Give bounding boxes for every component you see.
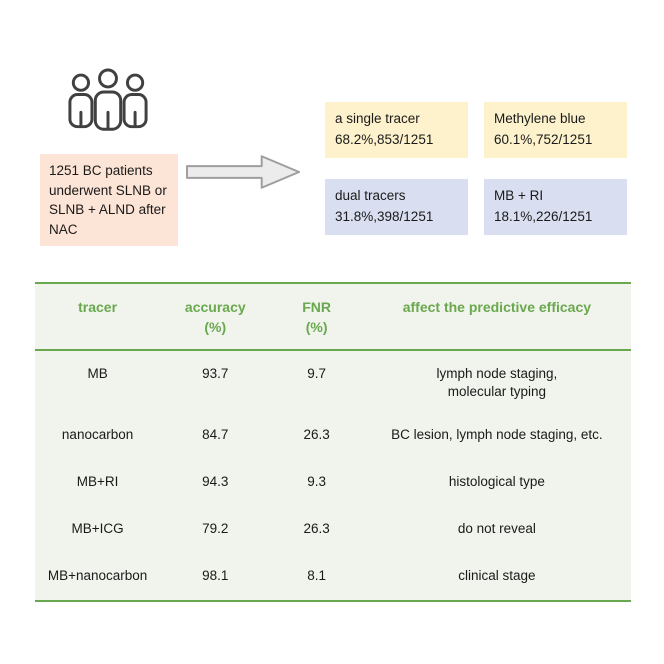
cell-tracer: nanocarbon — [61, 427, 134, 443]
table-header-row: tracer accuracy (%) FNR (%) affect the p… — [35, 284, 631, 351]
mb-ri-value: 18.1%,226/1251 — [494, 208, 593, 224]
patients-group-icon — [64, 62, 152, 144]
cell-affect: lymph node staging, molecular typing — [436, 365, 558, 400]
table-row: nanocarbon 84.7 26.3 BC lesion, lymph no… — [35, 412, 631, 459]
cell-affect: BC lesion, lymph node staging, etc. — [391, 427, 603, 443]
header-affect: affect the predictive efficacy — [402, 299, 592, 315]
patients-box: 1251 BC patients underwent SLNB or SLNB … — [40, 154, 178, 247]
dual-tracers-label: dual tracers — [335, 188, 406, 203]
methylene-blue-value: 60.1%,752/1251 — [494, 131, 593, 147]
header-tracer: tracer — [78, 299, 118, 315]
header-accuracy: accuracy (%) — [184, 299, 246, 336]
cell-accuracy: 79.2 — [202, 521, 229, 537]
cell-affect: do not reveal — [457, 521, 536, 537]
patients-box-text: 1251 BC patients underwent SLNB or SLNB … — [49, 163, 167, 237]
single-tracer-label: a single tracer — [335, 111, 420, 126]
mb-ri-box: MB + RI 18.1%,226/1251 — [484, 179, 627, 235]
single-tracer-value: 68.2%,853/1251 — [335, 131, 434, 147]
single-tracer-box: a single tracer 68.2%,853/1251 — [325, 102, 468, 158]
tracer-table: tracer accuracy (%) FNR (%) affect the p… — [35, 282, 631, 602]
cell-affect: histological type — [448, 474, 545, 490]
cell-accuracy: 93.7 — [202, 365, 229, 381]
cell-tracer: MB+RI — [76, 474, 119, 490]
table-row: MB+nanocarbon 98.1 8.1 clinical stage — [35, 553, 631, 600]
table-row: MB+RI 94.3 9.3 histological type — [35, 459, 631, 506]
dual-tracers-value: 31.8%,398/1251 — [335, 208, 434, 224]
cell-fnr: 8.1 — [307, 568, 326, 584]
mb-ri-label: MB + RI — [494, 188, 544, 203]
dual-tracers-box: dual tracers 31.8%,398/1251 — [325, 179, 468, 235]
methylene-blue-box: Methylene blue 60.1%,752/1251 — [484, 102, 627, 158]
cell-accuracy: 84.7 — [202, 427, 229, 443]
right-arrow-icon — [185, 152, 303, 192]
cell-accuracy: 94.3 — [202, 474, 229, 490]
header-fnr: FNR (%) — [302, 299, 331, 336]
cell-tracer: MB — [87, 365, 108, 381]
cell-fnr: 9.3 — [307, 474, 326, 490]
table-row: MB+ICG 79.2 26.3 do not reveal — [35, 506, 631, 553]
cell-affect: clinical stage — [458, 568, 536, 584]
cell-tracer: MB+ICG — [71, 521, 124, 537]
cell-accuracy: 98.1 — [202, 568, 229, 584]
methylene-blue-label: Methylene blue — [494, 111, 586, 126]
cell-tracer: MB+nanocarbon — [47, 568, 148, 584]
cell-fnr: 26.3 — [303, 427, 330, 443]
table-row: MB 93.7 9.7 lymph node staging, molecula… — [35, 351, 631, 413]
cell-fnr: 26.3 — [303, 521, 330, 537]
cell-fnr: 9.7 — [307, 365, 326, 381]
